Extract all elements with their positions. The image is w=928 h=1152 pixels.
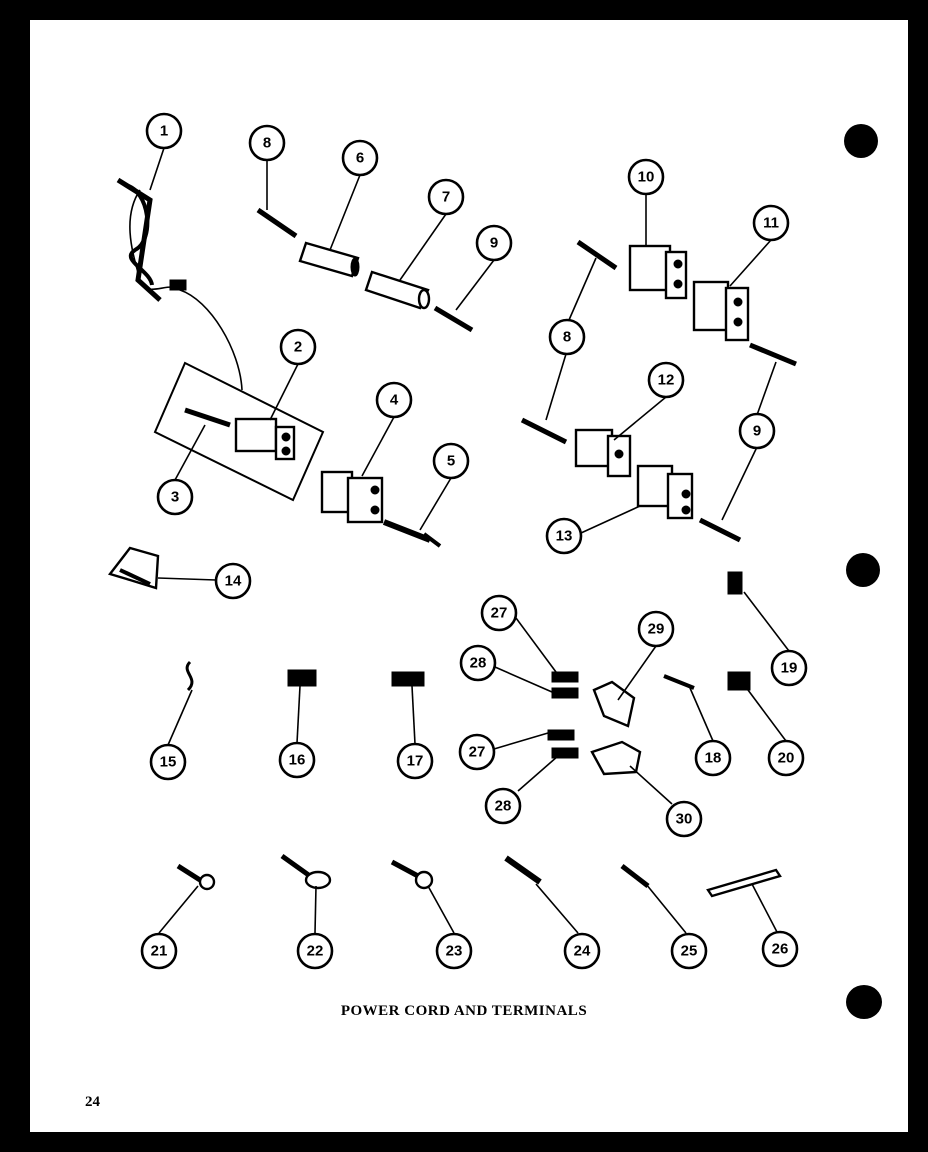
leader-lines [149,147,790,934]
svg-text:4: 4 [390,392,399,409]
svg-text:27: 27 [491,605,508,622]
callout-21: 21 [140,932,178,970]
svg-text:26: 26 [772,941,789,958]
part-8-terminals [256,207,618,445]
svg-text:20: 20 [778,750,795,767]
svg-text:13: 13 [556,528,573,545]
svg-text:1: 1 [160,123,168,140]
callout-23: 23 [435,932,473,970]
callout-26: 26 [761,930,799,968]
part-6-sleeve [298,241,360,278]
small-parts [176,571,782,898]
part-1-power-cord [116,177,243,391]
svg-text:25: 25 [681,943,698,960]
callout-27-top: 27 [480,594,518,632]
callout-29: 29 [637,610,675,648]
callout-9-right: 9 [738,412,776,450]
page-number: 24 [85,1094,100,1110]
callout-9-top: 9 [475,224,513,262]
part-2-3-kit-outline [153,361,325,502]
callout-7: 7 [427,178,465,216]
svg-text:15: 15 [160,754,177,771]
binder-hole-mark [846,985,882,1019]
svg-text:18: 18 [705,750,722,767]
part-4-connector [320,470,384,524]
binder-hole-mark [844,124,878,158]
part-5-terminal [382,519,442,548]
callout-28-top: 28 [459,644,497,682]
svg-text:27: 27 [469,744,486,761]
callout-14: 14 [214,562,252,600]
part-9-terminals [433,305,797,543]
callout-5: 5 [432,442,470,480]
callout-27-bottom: 27 [458,733,496,771]
callout-24: 24 [563,932,601,970]
callout-8-right: 8 [548,318,586,356]
svg-text:29: 29 [648,621,665,638]
svg-text:11: 11 [763,215,779,232]
part-13-connector [636,464,694,520]
part-10-connector [628,244,688,300]
svg-text:8: 8 [263,135,271,152]
callout-3: 3 [156,478,194,516]
svg-text:12: 12 [658,372,675,389]
svg-text:5: 5 [447,453,455,470]
svg-text:9: 9 [753,423,761,440]
svg-text:19: 19 [781,660,798,677]
callout-22: 22 [296,932,334,970]
svg-text:7: 7 [442,189,450,206]
svg-text:8: 8 [563,329,571,346]
callout-1: 1 [145,112,183,150]
diagram-caption: POWER CORD AND TERMINALS [340,1003,588,1019]
callout-20: 20 [767,739,805,777]
svg-text:30: 30 [676,811,693,828]
svg-text:6: 6 [356,150,364,167]
callout-19: 19 [770,649,808,687]
svg-text:24: 24 [574,943,591,960]
part-7-sleeve [364,270,431,310]
callout-28-bottom: 28 [484,787,522,825]
svg-text:22: 22 [307,943,324,960]
callout-2: 2 [279,328,317,366]
callout-16: 16 [278,741,316,779]
callout-30: 30 [665,800,703,838]
svg-text:14: 14 [225,573,242,590]
part-11-connector [692,280,750,342]
callout-10: 10 [627,158,665,196]
binder-hole-mark [846,553,880,587]
svg-text:28: 28 [470,655,487,672]
callout-12: 12 [647,361,685,399]
svg-text:9: 9 [490,235,498,252]
callout-13: 13 [545,517,583,555]
svg-text:17: 17 [407,753,424,770]
svg-text:3: 3 [171,489,179,506]
callout-25: 25 [670,932,708,970]
svg-text:21: 21 [151,943,168,960]
part-12-connector [574,428,632,478]
callout-15: 15 [149,743,187,781]
callout-6: 6 [341,139,379,177]
svg-text:2: 2 [294,339,302,356]
callout-8-top: 8 [248,124,286,162]
callout-4: 4 [375,381,413,419]
callout-17: 17 [396,742,434,780]
svg-text:16: 16 [289,752,306,769]
callout-18: 18 [694,739,732,777]
svg-text:23: 23 [446,943,463,960]
callout-11: 11 [752,204,790,242]
svg-text:10: 10 [638,169,655,186]
svg-text:28: 28 [495,798,512,815]
part-14-clip [107,546,160,590]
